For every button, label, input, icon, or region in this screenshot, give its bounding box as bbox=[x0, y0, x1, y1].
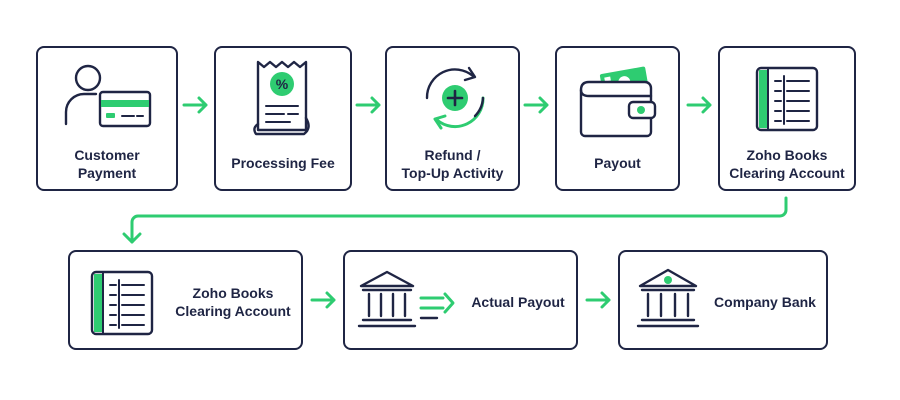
step-processing-fee: % Processing Fee bbox=[214, 46, 352, 191]
flow-arrow-icon bbox=[182, 96, 208, 114]
step-zoho-clearing-1: Zoho Books Clearing Account bbox=[718, 46, 856, 191]
flow-arrow-icon bbox=[523, 96, 549, 114]
flow-arrow-icon bbox=[585, 291, 611, 309]
wallet-cash-icon bbox=[579, 66, 657, 138]
step-customer-payment: Customer Payment bbox=[36, 46, 178, 191]
step-zoho-clearing-2: Zoho Books Clearing Account bbox=[68, 250, 303, 350]
step-label: Actual Payout bbox=[471, 294, 565, 310]
step-label: Zoho Books Clearing Account bbox=[175, 285, 291, 319]
step-company-bank: Company Bank bbox=[618, 250, 828, 350]
step-label: Zoho Books Clearing Account bbox=[729, 147, 845, 181]
ledger-book-icon bbox=[90, 270, 154, 336]
ledger-book-icon bbox=[755, 66, 819, 132]
flow-arrow-icon bbox=[310, 291, 336, 309]
receipt-percent-icon: % bbox=[253, 60, 310, 136]
step-actual-payout: Actual Payout bbox=[343, 250, 578, 350]
bank-icon bbox=[636, 268, 700, 328]
step-label: Processing Fee bbox=[231, 155, 335, 171]
bank-transfer-icon bbox=[357, 270, 455, 328]
step-payout: Payout bbox=[555, 46, 680, 191]
step-label: Customer Payment bbox=[74, 147, 140, 181]
step-label: Company Bank bbox=[714, 294, 816, 310]
flow-arrow-icon bbox=[686, 96, 712, 114]
step-label: Refund / Top-Up Activity bbox=[401, 147, 504, 181]
row-connector-arrow-icon bbox=[122, 196, 788, 244]
step-refund-topup: Refund / Top-Up Activity bbox=[385, 46, 520, 191]
refresh-plus-icon bbox=[425, 66, 485, 130]
svg-text:%: % bbox=[276, 76, 289, 92]
flow-arrow-icon bbox=[355, 96, 381, 114]
step-label: Payout bbox=[594, 155, 641, 171]
customer-card-icon bbox=[64, 64, 152, 128]
